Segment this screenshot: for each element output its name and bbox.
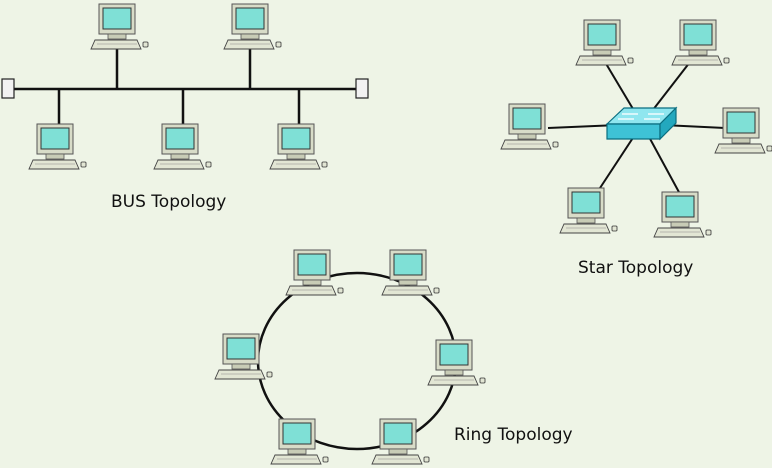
ring-computer-icon bbox=[371, 418, 430, 465]
bus-computer-icon bbox=[223, 3, 282, 50]
ring-computer-icon bbox=[285, 249, 344, 296]
ring-topology-label: Ring Topology bbox=[454, 425, 573, 445]
bus-computer-icon bbox=[153, 123, 212, 170]
ring-computer-icon bbox=[214, 333, 273, 380]
star-topology-label: Star Topology bbox=[578, 258, 694, 278]
bus-topology bbox=[1, 3, 369, 170]
star-topology bbox=[500, 19, 772, 238]
star-computer-icon bbox=[500, 103, 559, 150]
ring-computer-icon bbox=[381, 249, 440, 296]
star-computer-icon bbox=[714, 107, 772, 154]
network-switch-icon bbox=[605, 106, 678, 141]
star-computer-icon bbox=[575, 19, 634, 66]
star-computer-icon bbox=[559, 187, 618, 234]
ring-computer-icon bbox=[427, 339, 486, 386]
bus-topology-label: BUS Topology bbox=[111, 192, 227, 212]
bus-computer-icon bbox=[269, 123, 328, 170]
star-computer-icon bbox=[671, 19, 730, 66]
ring-topology bbox=[214, 249, 486, 465]
star-computer-icon bbox=[653, 191, 712, 238]
bus-computer-icon bbox=[90, 3, 149, 50]
bus-computer-icon bbox=[28, 123, 87, 170]
bus-terminator-right bbox=[355, 78, 369, 99]
bus-terminator-left bbox=[1, 78, 15, 99]
